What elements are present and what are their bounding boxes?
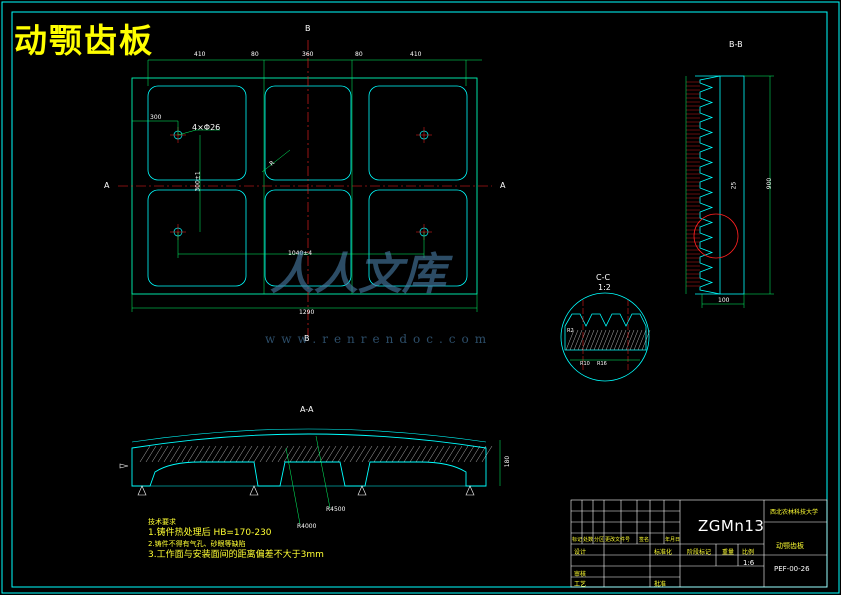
dim-cc-3: R16 <box>597 361 607 367</box>
dim-top-5: 410 <box>410 51 422 58</box>
tb-stage-label: 阶段标记 <box>687 549 712 556</box>
dim-aa-height: 180 <box>504 455 512 468</box>
tb-row-label-6: 年月日 <box>665 537 681 543</box>
tb-weight-label: 重量 <box>722 549 735 556</box>
title-block <box>570 499 828 588</box>
notes-heading: 技术要求 <box>148 518 176 526</box>
tb-standardize: 标准化 <box>654 549 673 556</box>
tb-school: 西北农林科技大学 <box>770 509 819 516</box>
cut-a-left: A <box>104 181 110 190</box>
dim-top-4: 80 <box>355 51 363 58</box>
tb-checker: 审核 <box>574 571 587 578</box>
tb-row-label-4: 更改文件号 <box>605 537 631 543</box>
tb-scale-label: 比例 <box>742 549 755 556</box>
watermark-logo: 人人文库 <box>270 249 446 300</box>
tb-part-name: 动颚齿板 <box>776 542 804 550</box>
watermark-url: www.renrendoc.com <box>265 332 493 346</box>
tb-row-label-5: 签名 <box>639 537 650 543</box>
dim-top-3: 360 <box>302 51 314 58</box>
section-bb-label: B-B <box>729 40 743 49</box>
dim-aa-r-inner: R4500 <box>326 506 346 513</box>
section-cc-scale: 1:2 <box>598 283 611 292</box>
dim-side-bottom: 100 <box>718 297 730 304</box>
note-3: 3.工作面与安装面间的距离偏差不大于3mm <box>148 550 324 560</box>
note-2: 2.铸件不得有气孔、砂眼等缺陷 <box>148 540 246 548</box>
tb-approve: 批准 <box>654 581 667 588</box>
tb-material: ZGMn13 <box>698 517 765 535</box>
dim-vertical: 300±1 <box>194 171 202 192</box>
dim-top-2: 80 <box>251 51 259 58</box>
section-aa-label: A-A <box>300 405 314 414</box>
dim-hole-label: 4×Φ26 <box>192 123 221 132</box>
tb-drawing-no: PEF-00-26 <box>774 565 810 573</box>
dim-cc-2: R10 <box>580 361 590 367</box>
hole-dimensions <box>132 120 425 258</box>
dim-top-1: 410 <box>194 51 206 58</box>
dim-overall-width: 1290 <box>299 309 315 316</box>
tb-craft: 工艺 <box>574 581 587 588</box>
section-cc-label: C-C <box>596 273 611 282</box>
tb-row-label-2: 处数 <box>583 537 594 543</box>
tb-row-label-3: 分区 <box>594 537 605 543</box>
side-dimensions <box>685 75 774 308</box>
detail-c-marker <box>693 213 739 259</box>
tb-designer: 设计 <box>574 549 587 556</box>
detail-cc <box>560 292 651 382</box>
section-aa <box>119 428 501 525</box>
dim-side-mid: 25 <box>730 181 738 190</box>
dim-hole-left: 300 <box>150 114 162 121</box>
dim-aa-r-outer: R4000 <box>297 523 317 530</box>
tb-scale: 1:6 <box>743 559 755 567</box>
dim-side-height: 900 <box>766 177 774 190</box>
cut-b-top: B <box>305 24 311 33</box>
front-view <box>131 60 478 295</box>
note-1: 1.铸件热处理后 HB=170-230 <box>148 528 272 538</box>
side-hatch <box>686 81 700 287</box>
tb-row-label-1: 标记 <box>572 537 583 543</box>
cut-b-bottom: B <box>304 334 310 343</box>
cut-a-right: A <box>500 181 506 190</box>
dim-cc-1: R2 <box>567 328 574 334</box>
dim-hole-spacing: 1040±4 <box>288 250 313 257</box>
centerlines <box>118 40 492 336</box>
drawing-title: 动颚齿板 <box>14 21 154 60</box>
mounting-holes <box>170 127 432 240</box>
technical-notes: 技术要求 1.铸件热处理后 HB=170-230 2.铸件不得有气孔、砂眼等缺陷… <box>148 517 324 561</box>
front-top-dimensions <box>131 59 482 312</box>
tooth-profile <box>699 75 721 295</box>
inner-frame <box>11 11 828 588</box>
